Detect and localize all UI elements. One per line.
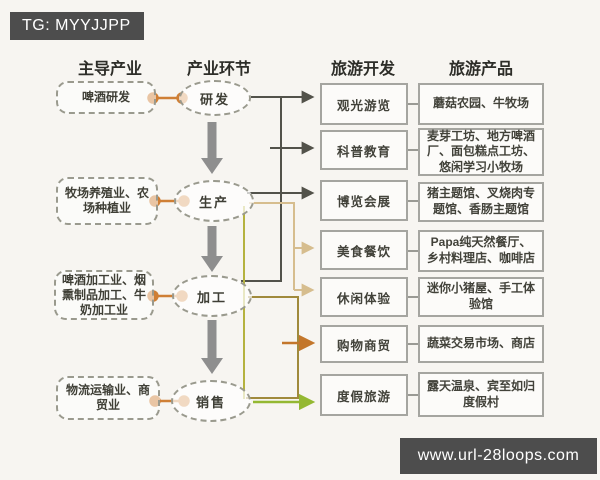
stage-down-arrow-icon — [201, 122, 223, 374]
watermark-footer-url: www.url-28loops.com — [400, 438, 597, 474]
tourism-dev-box: 休闲体验 — [320, 277, 408, 317]
stage-ellipse-processing: 加工 — [172, 275, 252, 317]
column-header-tourism-dev: 旅游开发 — [330, 61, 395, 78]
column-header-lead-industry: 主导产业 — [77, 61, 142, 78]
tourism-product-box: 蔬菜交易市场、商店 — [418, 325, 544, 363]
tourism-product-box: 猪主题馆、叉烧肉专题馆、香肠主题馆 — [418, 182, 544, 222]
tourism-product-box: 麦芽工坊、地方啤酒厂、面包糕点工坊、悠闲学习小牧场 — [418, 128, 544, 176]
tourism-dev-box: 美食餐饮 — [320, 230, 408, 270]
tourism-dev-box: 科普教育 — [320, 130, 408, 170]
connector-tan — [249, 202, 315, 297]
tourism-product-box: 迷你小猪屋、手工体验馆 — [418, 277, 544, 317]
lead-stage-link-icon — [147, 92, 190, 407]
tourism-product-box: 蘑菇农园、牛牧场 — [418, 83, 544, 125]
tourism-dev-box: 博览会展 — [320, 180, 408, 221]
tourism-dev-box: 度假旅游 — [320, 374, 408, 416]
connector-brown — [246, 296, 299, 399]
tourism-dev-box: 购物商贸 — [320, 325, 408, 363]
stage-ellipse-rd: 研发 — [179, 80, 251, 116]
column-header-industry-stage: 产业环节 — [186, 61, 251, 78]
tourism-product-box: 露天温泉、宾至如归度假村 — [418, 372, 544, 417]
watermark-header: TG: MYYJJPP — [10, 12, 144, 40]
connector-dark — [241, 90, 315, 282]
column-header-tourism-product: 旅游产品 — [448, 61, 513, 78]
tourism-dev-box: 观光游览 — [320, 83, 408, 125]
stage-ellipse-production: 生产 — [174, 180, 254, 222]
lead-industry-box: 啤酒研发 — [56, 81, 156, 114]
lead-industry-box: 物流运输业、商贸业 — [56, 376, 160, 420]
stage-ellipse-sales: 销售 — [171, 380, 251, 422]
tourism-product-box: Papa纯天然餐厅、乡村料理店、咖啡店 — [418, 230, 544, 272]
lead-industry-box: 牧场养殖业、农场种植业 — [56, 177, 158, 225]
lead-industry-box: 啤酒加工业、烟熏制品加工、牛奶加工业 — [54, 270, 154, 320]
